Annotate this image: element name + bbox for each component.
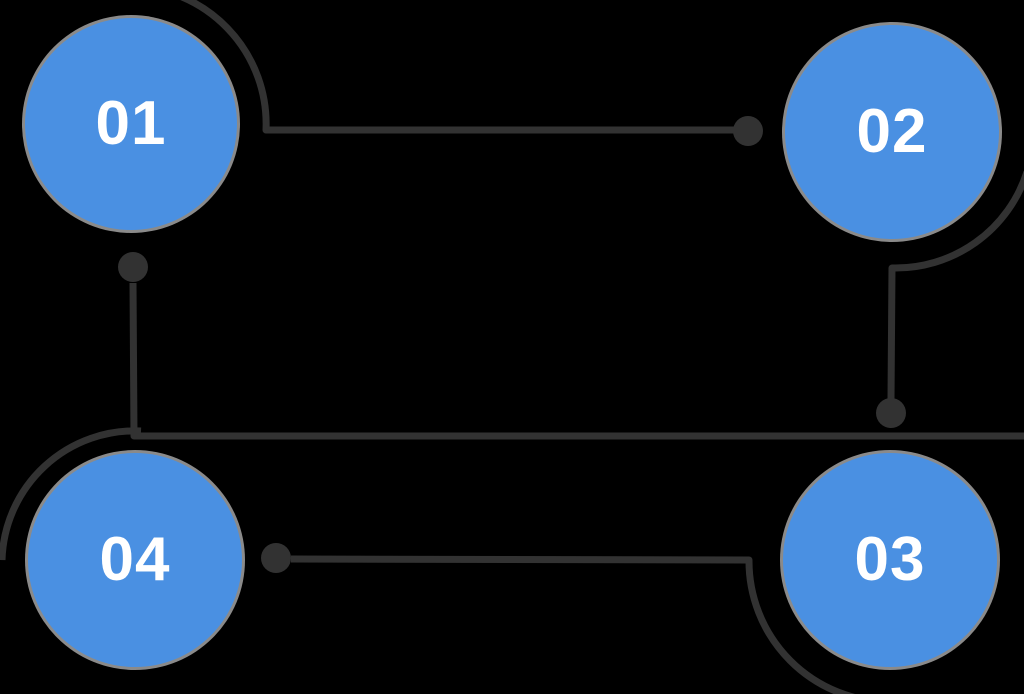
step-label-04: 04 [99, 525, 171, 594]
step-circle-01: 01 [25, 18, 237, 230]
connector-01-02-line [180, 0, 734, 134]
connector-01-02-endpoint-dot [733, 116, 763, 146]
connector-02-03-line [887, 170, 1024, 400]
step-circle-04: 04 [28, 453, 242, 667]
connector-03-04-line [290, 555, 856, 694]
step-circle-03: 03 [783, 453, 997, 667]
step-label-02: 02 [856, 97, 928, 166]
step-circle-02: 02 [785, 25, 999, 239]
connector-03-04-endpoint-dot [261, 543, 291, 573]
connector-02-03-endpoint-dot [876, 398, 906, 428]
circle-04-wrap-arc [0, 427, 142, 561]
connector-04-01-line [129, 282, 1024, 440]
step-label-03: 03 [854, 525, 926, 594]
connector-04-01-endpoint-dot [118, 252, 148, 282]
step-label-01: 01 [95, 89, 167, 158]
